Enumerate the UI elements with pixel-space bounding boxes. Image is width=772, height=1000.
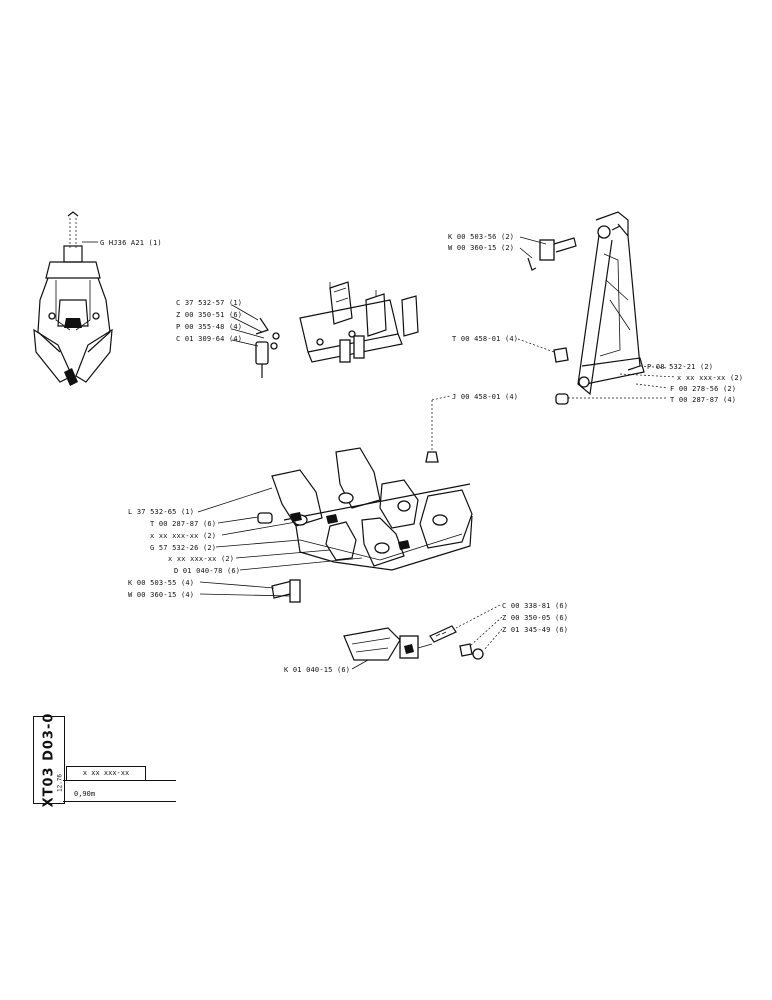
reference: 12.76 <box>56 773 64 793</box>
main-bracket <box>271 447 473 571</box>
label-xx-right: x xx xxx-xx (2) <box>677 374 743 382</box>
pin-group-top-right <box>527 237 577 271</box>
part-number-box: x xx xxx-xx <box>66 766 146 781</box>
leader-t00-left <box>217 516 259 524</box>
title-block-rule-2 <box>63 801 176 802</box>
label-t00-left: T 00 287-87 (6) <box>150 520 216 528</box>
leader-c37 <box>231 304 259 321</box>
title-block-rule-1 <box>63 780 176 781</box>
label-z00-2: Z 00 350-05 (6) <box>502 614 568 622</box>
leader-xx-left2 <box>235 549 331 559</box>
label-c00: C 00 338-81 (6) <box>502 602 568 610</box>
size-value: 0,90m <box>74 790 96 798</box>
leader-k00-left <box>199 581 275 589</box>
reference-box: 12.76 <box>54 764 66 802</box>
leader-g57 <box>215 539 301 548</box>
leader-d01 <box>239 557 363 571</box>
leaders-right-arm <box>568 365 677 399</box>
label-w00-left: W 00 360-15 (4) <box>128 591 194 599</box>
upper-bracket-assembly <box>299 281 419 363</box>
leader-w00-left <box>199 593 291 597</box>
pin-t00-right <box>555 393 569 405</box>
label-z00-1: Z 00 350-51 (6) <box>176 311 242 319</box>
label-w00-top: W 00 360-15 (2) <box>448 244 514 252</box>
label-f00: F 00 278-56 (2) <box>670 385 736 393</box>
label-xx-left2: x xx xxx-xx (2) <box>168 555 234 563</box>
pin-group-upper-left <box>255 317 280 378</box>
leader-l37 <box>197 487 273 513</box>
label-p00: P 00 355-48 (4) <box>176 323 242 331</box>
bushing-t00-458 <box>553 347 569 363</box>
drawing-code-box: XT03 D03-0 <box>33 713 65 807</box>
pin-t00-left <box>257 512 273 524</box>
leader-c01 <box>231 339 259 347</box>
label-t00-458: T 00 458-01 (4) <box>452 335 518 343</box>
leader-j00-label <box>431 395 451 401</box>
leader-z00-1 <box>231 316 263 333</box>
label-t00-right: T 00 287-87 (4) <box>670 396 736 404</box>
label-g57: G 57 532-26 (2) <box>150 544 216 552</box>
label-c37: C 37 532-57 (1) <box>176 299 242 307</box>
label-c01: C 01 309-64 (4) <box>176 335 242 343</box>
arm-assembly <box>577 211 645 396</box>
label-z01: Z 01 345-49 (6) <box>502 626 568 634</box>
label-k00-left: K 00 503-55 (4) <box>128 579 194 587</box>
label-k00-top: K 00 503-56 (2) <box>448 233 514 241</box>
label-p08: P 08 532-21 (2) <box>647 363 713 371</box>
label-grab: G HJ36 A21 (1) <box>100 239 162 247</box>
label-xx-left1: x xx xxx-xx (2) <box>150 532 216 540</box>
label-k01: K 01 040-15 (6) <box>284 666 350 674</box>
label-j00: J 00 458-01 (4) <box>452 393 518 401</box>
leader-k00-top <box>519 236 547 245</box>
leader-xx-left1 <box>221 521 297 536</box>
leader-t00-458 <box>517 338 555 353</box>
leader-k01 <box>351 659 369 670</box>
leader-w00-top <box>519 247 533 259</box>
label-l37: L 37 532-65 (1) <box>128 508 194 516</box>
label-d01: D 01 040-78 (6) <box>174 567 240 575</box>
leader-p00 <box>231 328 265 339</box>
grab-illustration <box>33 211 113 386</box>
pin-j00 <box>425 451 439 463</box>
tooth-and-bolt-group <box>343 625 484 661</box>
leaders-bolt-group <box>455 604 503 651</box>
plate-w00-left <box>289 579 301 603</box>
